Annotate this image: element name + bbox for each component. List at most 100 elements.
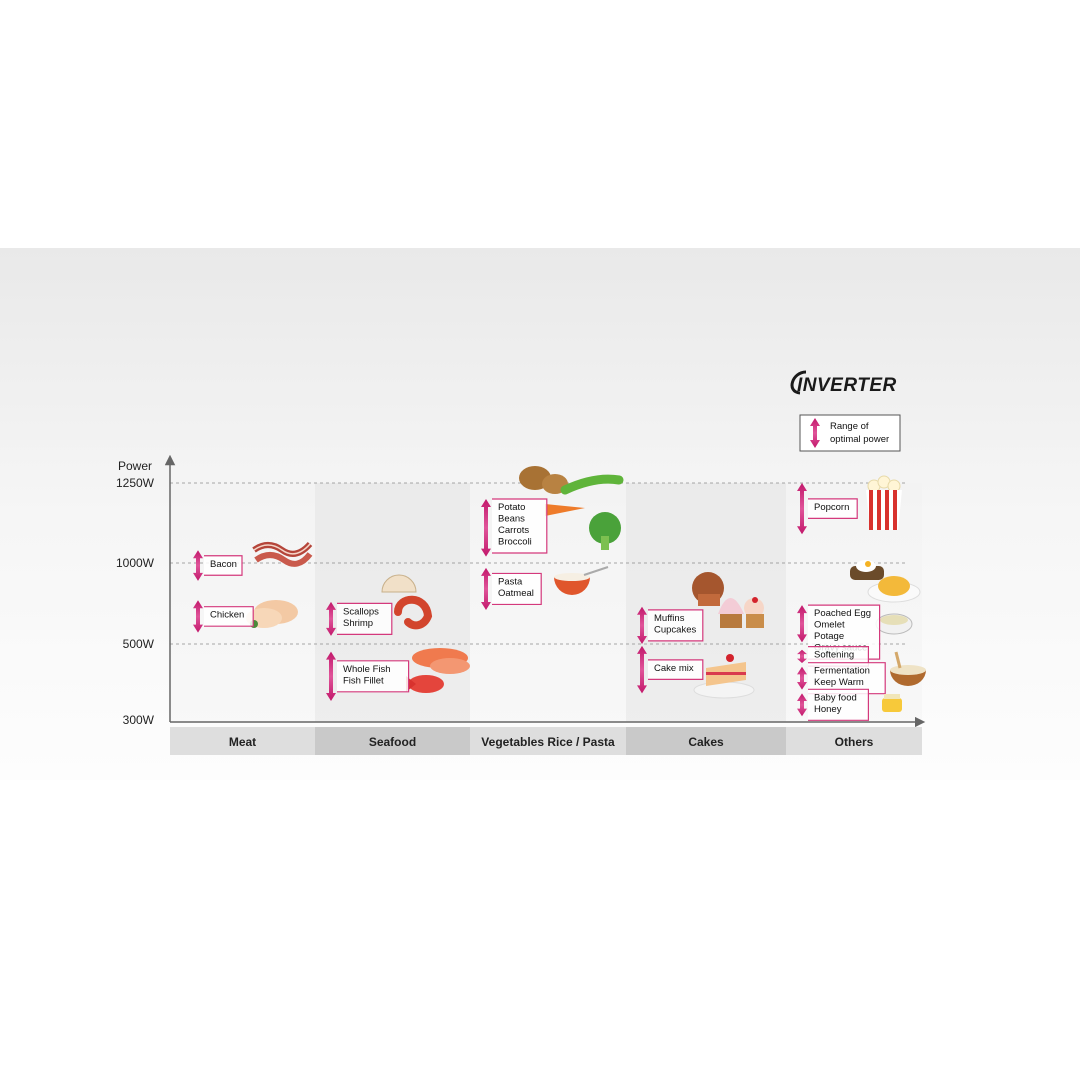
category-cell [626, 727, 786, 755]
food-item: Softening [797, 646, 869, 667]
range-arrow [797, 666, 807, 690]
range-arrow-shape [797, 649, 807, 663]
item-label: Scallops [343, 606, 379, 617]
item-label: Fermentation [814, 666, 870, 677]
popcorn-icon [866, 475, 902, 530]
range-arrow [637, 606, 647, 644]
svg-text:INVERTER: INVERTER [797, 375, 897, 396]
category-cell [170, 727, 315, 755]
range-arrow [481, 499, 491, 557]
shrimp-scallop-icon [381, 574, 433, 630]
range-arrow [810, 418, 820, 448]
item-label-box [337, 660, 410, 693]
vegetables-icon [519, 466, 624, 550]
chicken-icon [246, 600, 298, 628]
item-label: Omelet [814, 620, 845, 631]
y-tick-label: 500W [123, 637, 155, 651]
item-label: Cupcakes [654, 624, 696, 635]
item-label: Fish Fillet [343, 675, 384, 686]
range-arrow-shape [637, 606, 647, 644]
item-label-box [337, 602, 393, 635]
item-label: Softening [814, 650, 854, 661]
range-arrow [797, 605, 807, 643]
range-arrow [326, 651, 336, 701]
background-band-bottom [0, 780, 1080, 848]
item-label-box [648, 659, 704, 680]
category-cell [786, 727, 922, 755]
category-label: Seafood [369, 735, 416, 749]
item-label-box [648, 609, 704, 642]
item-label: Cake mix [654, 663, 694, 674]
range-arrow-shape [481, 499, 491, 557]
range-arrow [637, 645, 647, 694]
category-label: Vegetables Rice / Pasta [481, 735, 615, 749]
y-tick-label: 1250W [116, 476, 155, 490]
range-arrow-shape [326, 651, 336, 701]
honey-jar-icon [882, 694, 902, 712]
food-item: Chicken [193, 600, 298, 633]
legend: Range of optimal power [799, 414, 901, 452]
item-label: Muffins [654, 613, 685, 624]
oatmeal-bowl-icon [554, 566, 609, 595]
bacon-icon [252, 541, 313, 567]
range-arrow [193, 550, 203, 581]
logo-swoosh [790, 370, 807, 395]
range-arrow-shape [797, 693, 807, 717]
item-label: Honey [814, 704, 842, 715]
item-label: Whole Fish [343, 664, 391, 675]
item-label: Broccoli [498, 537, 532, 548]
legend-line-2: optimal power [830, 434, 889, 445]
axes [164, 454, 926, 728]
legend-arrow-icon [810, 418, 820, 448]
y-tick-label: 300W [123, 713, 155, 727]
item-label-box [492, 498, 548, 554]
item-label: Baby food [814, 692, 857, 703]
item-label-box [808, 498, 858, 519]
range-arrow [326, 601, 336, 636]
range-arrow-shape [193, 600, 203, 633]
range-arrow-shape [797, 483, 807, 535]
range-arrow [797, 483, 807, 535]
egg-omelet-soup-icon [850, 560, 921, 635]
cake-slice-icon [693, 654, 755, 699]
item-label: Pasta [498, 576, 523, 587]
item-label-box [492, 572, 542, 606]
range-arrow-shape [797, 666, 807, 690]
item-label: Keep Warm [814, 677, 864, 688]
item-label: Beans [498, 514, 525, 525]
range-arrow-shape [810, 418, 820, 448]
item-label-box [808, 688, 869, 721]
food-item: Cake mix [637, 645, 755, 699]
category-cell [470, 727, 626, 755]
range-arrow [481, 567, 491, 610]
item-label: Carrots [498, 525, 529, 536]
item-label: Potage [814, 631, 844, 642]
category-label: Meat [229, 735, 256, 749]
porridge-icon [890, 651, 926, 686]
range-arrow-shape [193, 550, 203, 581]
range-arrow-shape [797, 605, 807, 643]
item-label: Chicken [210, 610, 244, 621]
range-arrow [797, 649, 807, 663]
food-item: Bacon [193, 541, 313, 581]
item-label: Oatmeal [498, 588, 534, 599]
item-label: Shrimp [343, 618, 373, 629]
inverter-logo: INVERTER [790, 370, 897, 396]
item-label: Potato [498, 502, 525, 513]
range-arrow [797, 693, 807, 717]
range-arrow-shape [481, 567, 491, 610]
food-item: Popcorn [797, 475, 902, 535]
column-shade [170, 483, 315, 722]
category-label: Cakes [688, 735, 724, 749]
item-label-box [204, 555, 243, 576]
